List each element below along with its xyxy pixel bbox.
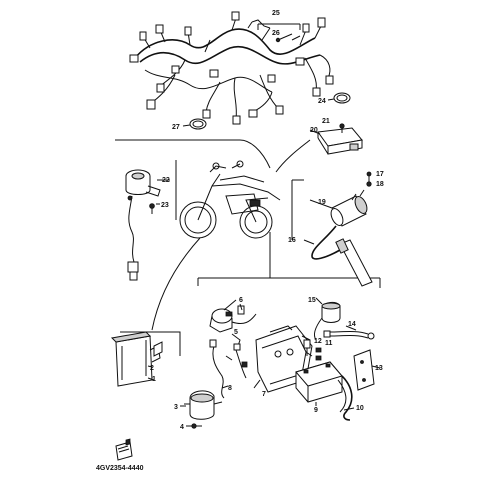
part-label-3: 3 [174,404,178,411]
part-label-13: 13 [375,365,383,372]
part-label-21: 21 [322,118,330,125]
part-label-25: 25 [272,10,280,17]
diagram-code: 4GV2354-4440 [96,465,144,472]
nut-18 [366,181,372,187]
bolt-23 [149,203,155,214]
bolt-4 [191,423,202,429]
relay-20 [317,127,363,155]
wire-harness [129,11,334,125]
part-label-14: 14 [348,321,356,328]
lead-wire-8 [209,339,248,399]
part-label-6: 6 [239,297,243,304]
bracket-2 [149,341,163,363]
part-label-23: 23 [161,202,169,209]
part-label-16: 16 [288,237,296,244]
part-labels: 25 26 24 27 21 20 22 23 17 18 19 16 6 15… [150,10,384,431]
part-label-19: 19 [318,199,326,206]
part-label-12: 12 [314,338,322,345]
connector-5 [231,333,241,351]
part-label-15: 15 [308,297,316,304]
part-label-9: 9 [314,407,318,414]
rectifier-3 [184,390,223,420]
battery-9 [295,361,343,403]
part-label-27: 27 [172,124,180,131]
battery-band-10 [337,375,353,421]
part-label-10: 10 [356,405,364,412]
band-24 [333,92,351,104]
cdi-unit-1 [110,331,153,387]
bolt-26 [275,33,301,43]
cable-14 [323,330,375,340]
fuse-11 [315,347,322,361]
bolt-17 [366,171,372,182]
manual-book-icon [115,438,133,461]
plug-cap-16 [311,225,373,287]
part-label-4: 4 [180,424,184,431]
fuse-holder-12 [303,339,311,356]
part-label-7: 7 [262,391,266,398]
bolt-21 [339,123,345,133]
part-label-17: 17 [376,171,384,178]
part-label-11: 11 [325,340,333,347]
part-label-8: 8 [228,385,232,392]
flasher-6 [209,305,257,333]
part-label-24: 24 [318,98,326,105]
part-label-2: 2 [150,365,154,372]
part-label-22: 22 [162,177,170,184]
part-label-5: 5 [234,329,238,336]
part-label-20: 20 [310,127,318,134]
band-27 [189,118,207,130]
part-label-18: 18 [376,181,384,188]
starter-relay-15 [313,301,341,341]
main-switch-22 [125,169,161,281]
part-label-26: 26 [272,30,280,37]
part-label-1: 1 [152,376,156,383]
cover-13 [353,349,375,391]
motorcycle-outline [179,160,281,239]
ignition-coil-19 [330,189,368,227]
